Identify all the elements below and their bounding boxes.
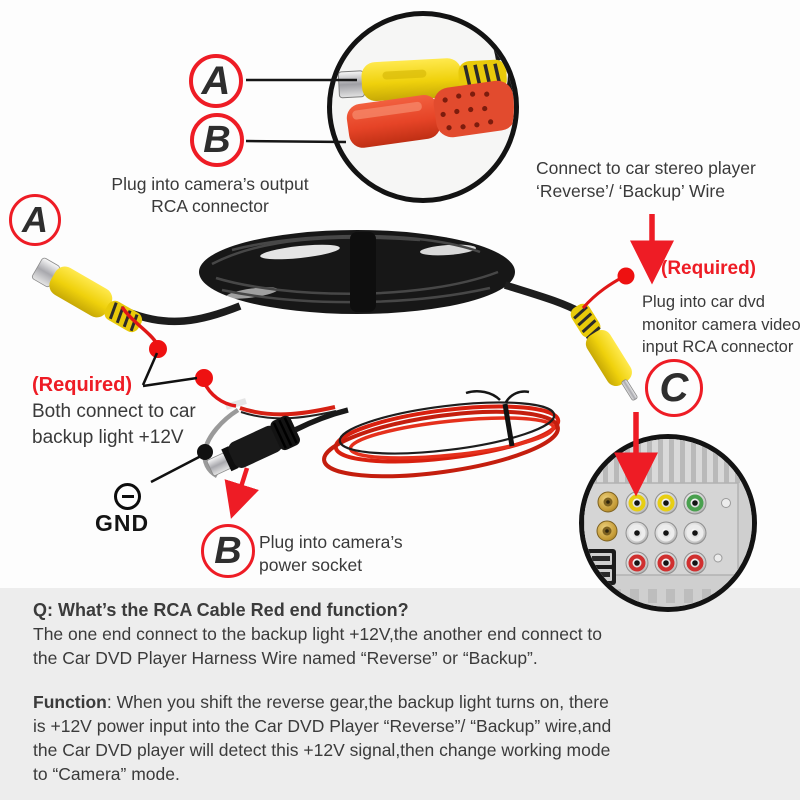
badge-a-label: A — [22, 199, 48, 240]
qa-function-label: Function — [33, 692, 107, 712]
callout-line-b — [245, 139, 347, 144]
rca-jack-white — [625, 521, 649, 545]
rca-cable-coil — [199, 230, 584, 317]
label-dvd-input-line3: input RCA connector — [642, 338, 794, 356]
label-camera-output-line2: RCA connector — [151, 196, 269, 216]
zip-tie — [502, 403, 515, 447]
rca-jack-white — [654, 521, 678, 545]
qa-function-line4: to “Camera” mode. — [33, 764, 180, 784]
qa-function-line1: Function: When you shift the reverse gea… — [33, 690, 793, 714]
label-camera-output-line1: Plug into camera’s output — [111, 174, 309, 194]
rca-jack-yellow — [625, 491, 649, 515]
badge-a-top: A — [189, 54, 243, 108]
qa-function-line2: is +12V power input into the Car DVD Pla… — [33, 716, 612, 736]
label-stereo-wire-line2: ‘Reverse’/ ‘Backup’ Wire — [536, 181, 725, 201]
screw — [713, 553, 723, 563]
yellow-rca-male-right — [570, 275, 638, 401]
antenna-jacks — [596, 491, 619, 542]
red-rca-female — [346, 80, 514, 148]
camera-connectors-art — [337, 16, 514, 148]
badge-c: C — [645, 359, 703, 417]
screw — [721, 498, 731, 508]
yellow-rca-male-left — [31, 257, 159, 345]
stereo-panel-art — [584, 439, 752, 607]
rca-cable-left — [126, 302, 242, 326]
red-pigtail-right — [581, 275, 624, 309]
qa-answer-line2: the Car DVD Player Harness Wire named “R… — [33, 648, 538, 668]
red-dot-right — [617, 267, 635, 285]
ground-minus-icon — [114, 483, 141, 510]
label-power-socket-line1: Plug into camera’s — [259, 532, 403, 552]
heatsink-fins-top — [584, 439, 752, 483]
label-stereo-wire-line1: Connect to car stereo player — [536, 158, 756, 178]
badge-c-label: C — [659, 365, 689, 410]
gray-ground-wire — [202, 408, 240, 478]
label-camera-output: Plug into camera’s output RCA connector — [70, 173, 350, 217]
label-backup-light-line1: Both connect to car — [32, 401, 196, 422]
badge-b-mid: B — [201, 524, 255, 578]
rca-jack-grid — [625, 491, 707, 575]
qa-function-rest: : When you shift the reverse gear,the ba… — [106, 692, 609, 712]
minus-bar — [121, 494, 134, 499]
badge-b-label: B — [203, 118, 231, 161]
cable-wrap-tie — [350, 232, 376, 312]
qa-answer-line1: The one end connect to the backup light … — [33, 624, 603, 644]
label-dvd-input-line1: Plug into car dvd — [642, 293, 765, 311]
power-pair-black — [240, 410, 337, 420]
label-gnd: GND — [95, 510, 150, 536]
rca-jack-white — [683, 521, 707, 545]
label-power-socket: Plug into camera’s power socket — [259, 531, 403, 577]
qa-block: Q: What’s the RCA Cable Red end function… — [33, 598, 793, 786]
power-cable-coil — [322, 390, 561, 479]
badge-a-label: A — [201, 58, 231, 103]
qa-function-line3: the Car DVD player will detect this +12V… — [33, 740, 611, 760]
callout-line-required-1 — [141, 352, 159, 386]
bottom-text-band — [0, 588, 800, 800]
label-required-left: (Required) — [32, 374, 132, 396]
qa-spacer — [33, 670, 793, 690]
label-backup-light-line2: backup light +12V — [32, 427, 184, 448]
plug-wire — [293, 407, 349, 433]
badge-b-label: B — [214, 529, 242, 572]
rca-jack-red — [654, 551, 678, 575]
rca-jack-green — [683, 491, 707, 515]
red-pigtail-left — [120, 305, 159, 345]
label-dvd-input-line2: monitor camera video — [642, 315, 800, 334]
white-wire-end — [225, 398, 247, 410]
rca-jack-red — [683, 551, 707, 575]
label-backup-light: Both connect to car backup light +12V — [32, 399, 196, 451]
label-required-right: (Required) — [661, 258, 756, 279]
red-dot-mid — [195, 369, 213, 387]
red-wire-junction — [202, 381, 237, 408]
callout-line-gnd — [150, 454, 202, 484]
label-power-socket-line2: power socket — [259, 555, 363, 575]
inset-stereo-rear-panel — [579, 434, 757, 612]
red-dot-left — [149, 340, 167, 358]
label-stereo-wire: Connect to car stereo player ‘Reverse’/ … — [536, 157, 756, 203]
rca-jack-red — [625, 551, 649, 575]
badge-b-top: B — [190, 113, 244, 167]
rca-jack-yellow — [654, 491, 678, 515]
qa-question: Q: What’s the RCA Cable Red end function… — [33, 600, 409, 620]
label-dvd-input: Plug into car dvd monitor camera video i… — [642, 291, 800, 359]
callout-line-required-2 — [142, 376, 198, 388]
inset-camera-connectors — [327, 11, 519, 203]
badge-a-left: A — [9, 194, 61, 246]
usb-port — [586, 549, 616, 585]
arrow-to-b-badge — [224, 467, 259, 519]
black-dot-gnd — [197, 444, 213, 460]
power-pair-red — [239, 405, 336, 417]
dc-power-plug — [206, 415, 300, 476]
